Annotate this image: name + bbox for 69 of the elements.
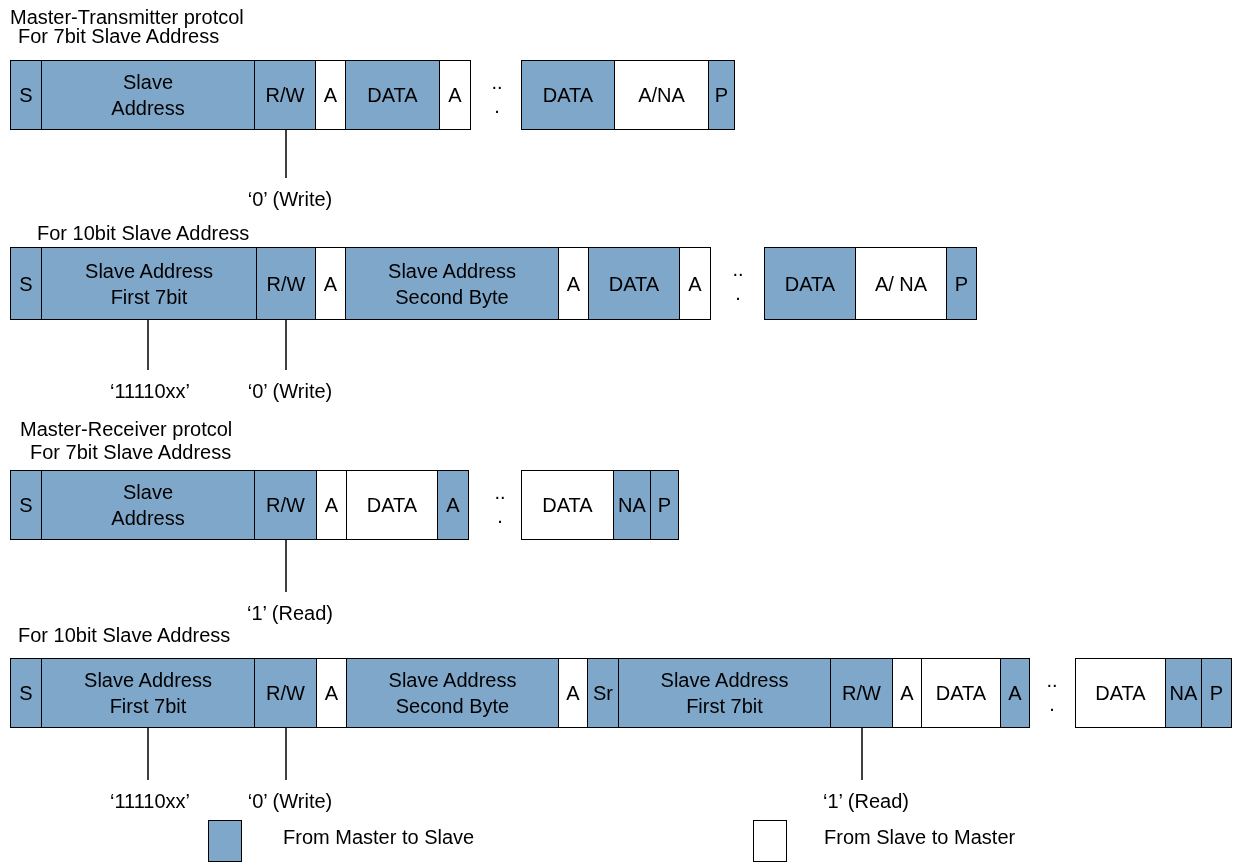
protocol-field: DATA <box>588 247 680 320</box>
protocol-field: DATA <box>345 60 440 130</box>
bit-value-label: ‘11110xx’ <box>109 780 191 813</box>
protocol-field: R/W <box>254 470 317 540</box>
leader-line <box>147 727 149 781</box>
protocol-field: P <box>946 247 977 320</box>
bit-value-label: ‘0’ (Write) <box>247 178 333 211</box>
protocol-field: A <box>679 247 711 320</box>
protocol-field: NA <box>1165 658 1202 728</box>
section-heading: For 7bit Slave Address <box>30 441 232 463</box>
section-heading: For 10bit Slave Address <box>37 222 250 244</box>
protocol-field: A <box>558 247 589 320</box>
protocol-field: A <box>892 658 922 728</box>
protocol-field: R/W <box>254 60 316 130</box>
protocol-field: Slave Address First 7bit <box>618 658 831 728</box>
protocol-field: P <box>650 470 679 540</box>
protocol-field: A <box>316 658 347 728</box>
protocol-field: A <box>315 60 346 130</box>
leader-line <box>285 129 287 179</box>
ellipsis-mark: .. . <box>1045 668 1059 716</box>
protocol-field: A <box>558 658 588 728</box>
leader-line <box>861 727 863 781</box>
protocol-field: DATA <box>521 60 615 130</box>
protocol-field: NA <box>613 470 651 540</box>
protocol-field: DATA <box>346 470 438 540</box>
protocol-field: DATA <box>764 247 856 320</box>
protocol-field: Slave Address Second Byte <box>345 247 559 320</box>
protocol-field: Slave Address <box>41 470 255 540</box>
bit-value-label: ‘0’ (Write) <box>247 370 333 403</box>
protocol-field: DATA <box>921 658 1001 728</box>
bit-value-label: ‘11110xx’ <box>109 370 191 403</box>
leader-line <box>285 319 287 371</box>
leader-line <box>147 319 149 371</box>
protocol-field: Sr <box>587 658 619 728</box>
protocol-field: DATA <box>1075 658 1166 728</box>
section-heading: Master-Transmitter protcol <box>10 6 244 28</box>
protocol-field: R/W <box>830 658 893 728</box>
bit-value-label: ‘1’ (Read) <box>247 592 333 625</box>
protocol-field: R/W <box>254 658 317 728</box>
legend-label: From Slave to Master <box>824 826 1016 849</box>
protocol-field: A <box>437 470 469 540</box>
protocol-field: A/ NA <box>855 247 947 320</box>
protocol-field: P <box>708 60 735 130</box>
section-heading: For 10bit Slave Address <box>18 624 231 646</box>
bit-value-label: ‘1’ (Read) <box>823 780 909 813</box>
protocol-field: Slave Address First 7bit <box>41 658 255 728</box>
ellipsis-mark: .. . <box>490 70 504 118</box>
ellipsis-mark: .. . <box>731 257 745 305</box>
ellipsis-mark: .. . <box>493 480 507 528</box>
protocol-field: A <box>315 247 346 320</box>
leader-line <box>285 727 287 781</box>
legend-label: From Master to Slave <box>283 826 475 849</box>
section-heading: Master-Receiver protcol <box>20 418 233 440</box>
protocol-field: A <box>1000 658 1030 728</box>
protocol-field: Slave Address <box>41 60 255 130</box>
protocol-field: S <box>10 658 42 728</box>
bit-value-label: ‘0’ (Write) <box>247 780 333 813</box>
protocol-field: Slave Address Second Byte <box>346 658 559 728</box>
protocol-field: DATA <box>521 470 614 540</box>
leader-line <box>285 539 287 593</box>
protocol-field: S <box>10 247 42 320</box>
protocol-field: S <box>10 60 42 130</box>
protocol-field: A <box>439 60 471 130</box>
protocol-field: P <box>1201 658 1232 728</box>
protocol-field: Slave Address First 7bit <box>41 247 257 320</box>
protocol-field: R/W <box>256 247 316 320</box>
protocol-field: S <box>10 470 42 540</box>
protocol-field: A/NA <box>614 60 709 130</box>
protocol-field: A <box>316 470 347 540</box>
